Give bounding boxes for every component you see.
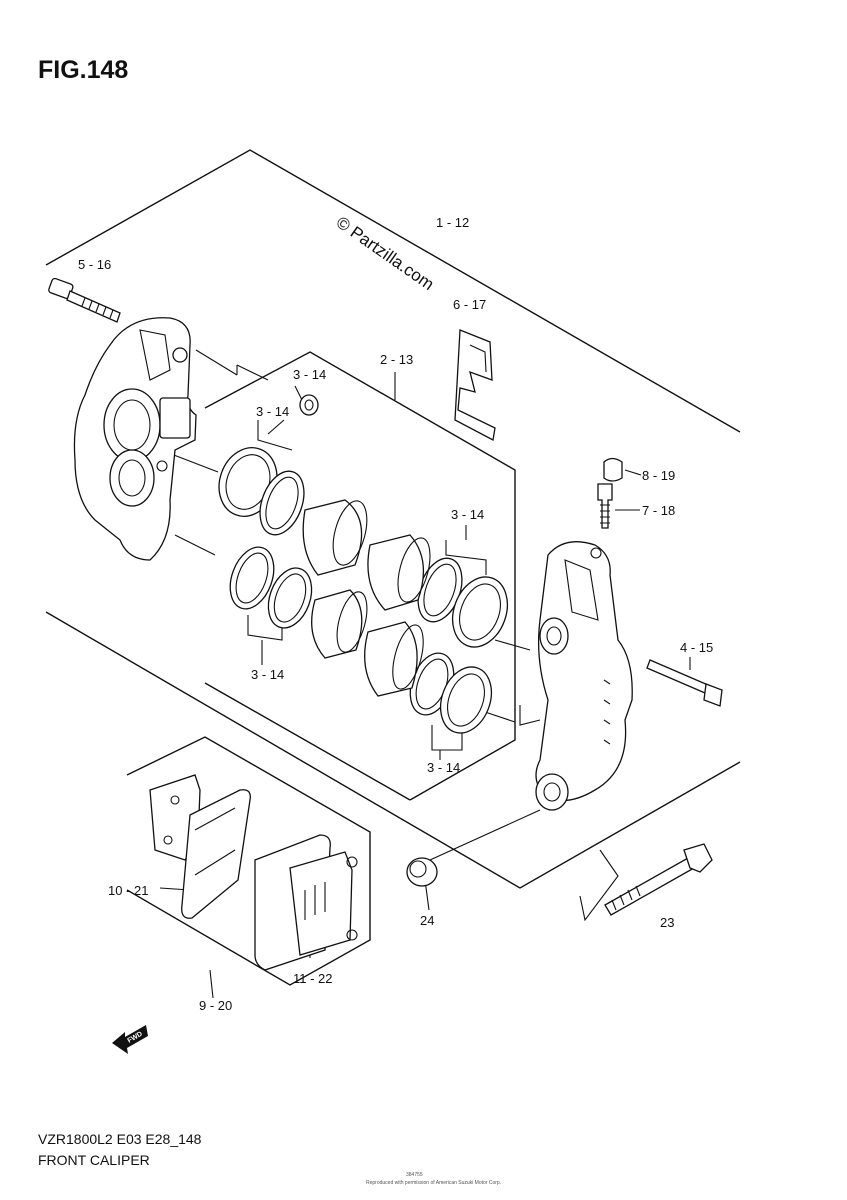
- bushing: [407, 858, 437, 886]
- label-24: 24: [420, 913, 434, 928]
- caliper-half-left: [74, 318, 196, 560]
- seal-group-outline-left: [205, 683, 410, 800]
- caliper-bolt-5: [48, 278, 120, 322]
- caliper-pistons: [303, 497, 436, 696]
- pad-retainer-clip: [455, 330, 495, 440]
- label-3-14-washer: 3 - 14: [293, 367, 326, 382]
- label-9-20: 9 - 20: [199, 998, 232, 1013]
- footer-model-code: VZR1800L2 E03 E28_148: [38, 1131, 202, 1147]
- pad-pin: [647, 660, 722, 706]
- label-3-14-lower-left: 3 - 14: [251, 667, 284, 682]
- assembly-outline-lower: [46, 612, 740, 888]
- figure-title: FIG.148: [38, 56, 128, 84]
- label-3-14-lower-right: 3 - 14: [427, 760, 460, 775]
- label-2-13: 2 - 13: [380, 352, 413, 367]
- label-1-12: 1 - 12: [436, 215, 469, 230]
- label-23: 23: [660, 915, 674, 930]
- label-10-21: 10 - 21: [108, 883, 148, 898]
- small-washer: [300, 395, 318, 415]
- label-11-22: 11 - 22: [293, 971, 333, 986]
- brake-pad-left: [150, 775, 250, 918]
- bleeder-cap: [604, 459, 622, 482]
- seal-callout-brackets: [248, 420, 486, 750]
- footer-small-id: 384755: [406, 1172, 423, 1178]
- bleeder-screw: [598, 484, 612, 528]
- mounting-bolt: [605, 844, 712, 915]
- label-6-17: 6 - 17: [453, 297, 486, 312]
- seal-group-outline: [205, 352, 515, 800]
- forward-arrow-icon: FWD: [112, 1025, 148, 1054]
- label-8-19: 8 - 19: [642, 468, 675, 483]
- label-3-14-upper-right: 3 - 14: [451, 507, 484, 522]
- footer-figure-name: FRONT CALIPER: [38, 1152, 150, 1168]
- caliper-half-right: [536, 542, 632, 810]
- label-4-15: 4 - 15: [680, 640, 713, 655]
- label-7-18: 7 - 18: [642, 503, 675, 518]
- label-3-14-upper-left: 3 - 14: [256, 404, 289, 419]
- assembly-outline: [46, 150, 740, 432]
- watermark: © Partzilla.com: [333, 213, 438, 294]
- brake-pad-right: [255, 835, 357, 970]
- footer-copyright: Reproduced with permission of American S…: [366, 1180, 501, 1186]
- label-5-16: 5 - 16: [78, 257, 111, 272]
- piston-seals: [210, 440, 517, 741]
